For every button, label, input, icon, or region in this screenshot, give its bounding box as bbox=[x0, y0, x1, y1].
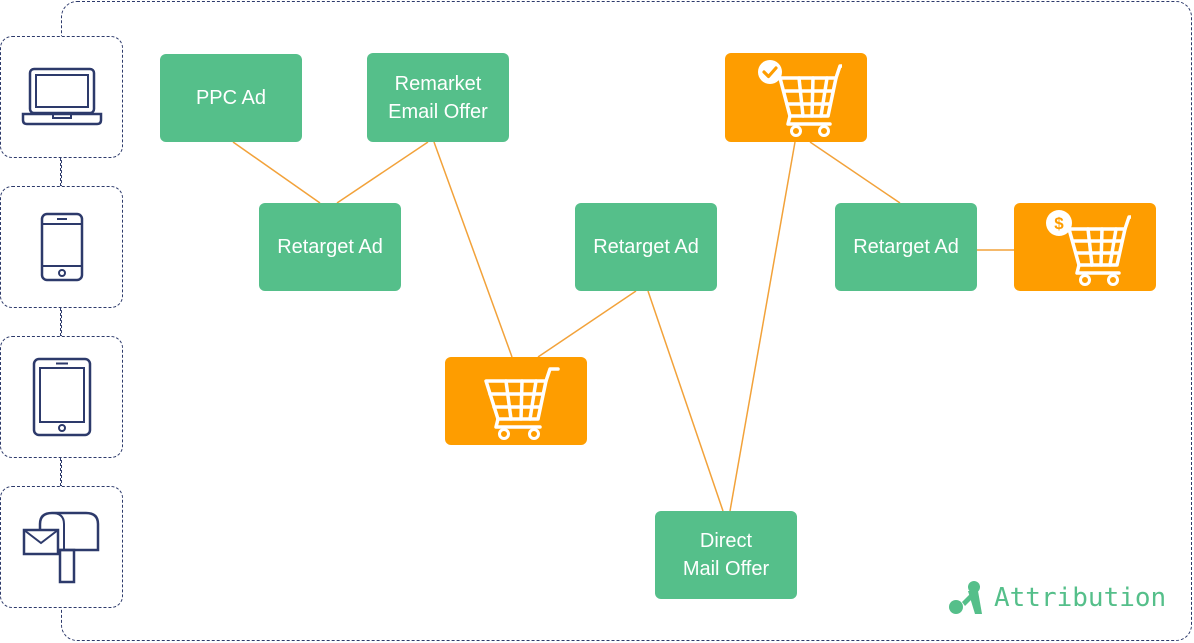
mailbox-icon bbox=[22, 511, 99, 584]
link-retarget2-directmail bbox=[647, 290, 724, 512]
laptop-icon bbox=[21, 67, 102, 126]
device-tablet bbox=[0, 336, 123, 458]
link-remarket-retarget1 bbox=[336, 141, 429, 204]
link-cartcheck-retarget3 bbox=[809, 141, 901, 204]
device-connector bbox=[60, 458, 61, 486]
link-ppc-retarget1 bbox=[232, 141, 321, 204]
cart-checkmark-icon bbox=[758, 59, 842, 137]
node-cart-purchase-check bbox=[725, 53, 867, 142]
link-directmail-cartcheck bbox=[729, 141, 796, 512]
shopping-cart-icon bbox=[484, 367, 560, 440]
device-smartphone bbox=[0, 186, 123, 308]
attribution-brand: Attribution bbox=[948, 578, 1166, 618]
link-remarket-cart bbox=[433, 141, 513, 358]
smartphone-icon bbox=[40, 212, 83, 282]
node-direct-mail-offer: Direct Mail Offer bbox=[655, 511, 797, 599]
brand-name: Attribution bbox=[994, 583, 1167, 613]
node-retarget-ad: Retarget Ad bbox=[575, 203, 717, 291]
attribution-logo-icon bbox=[949, 581, 982, 614]
node-retarget-ad: Retarget Ad bbox=[259, 203, 401, 291]
node-remarket-email-offer: Remarket Email Offer bbox=[367, 53, 509, 142]
node-cart-purchase-dollar: $ bbox=[1014, 203, 1156, 291]
device-connector bbox=[60, 308, 61, 336]
node-retarget-ad: Retarget Ad bbox=[835, 203, 977, 291]
device-laptop bbox=[0, 36, 123, 158]
svg-text:$: $ bbox=[1054, 214, 1064, 233]
tablet-icon bbox=[32, 357, 91, 437]
node-cart bbox=[445, 357, 587, 445]
cart-dollar-icon: $ bbox=[1046, 210, 1131, 286]
canvas-frame bbox=[61, 1, 1192, 641]
node-ppc-ad: PPC Ad bbox=[160, 54, 302, 142]
device-mailbox bbox=[0, 486, 123, 608]
device-connector bbox=[60, 158, 61, 186]
link-retarget2-cart bbox=[537, 290, 637, 358]
